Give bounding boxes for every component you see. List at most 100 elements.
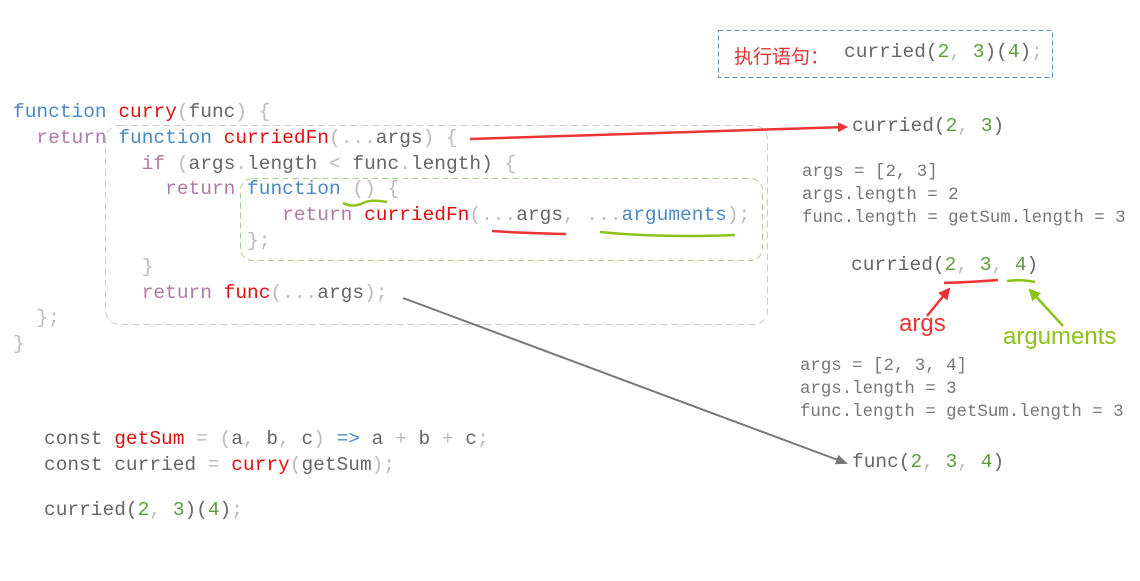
code-line: args = [2, 3] — [802, 161, 1126, 184]
code-token: function — [247, 178, 341, 201]
code-token: ) { — [235, 101, 271, 123]
code-token: 2 — [137, 499, 150, 522]
code-token: )( — [184, 499, 208, 522]
code-token: ); — [364, 281, 388, 304]
arguments-annotation: arguments — [1003, 323, 1117, 350]
code-token: , — [957, 451, 981, 473]
code-token: args — [516, 204, 564, 227]
code-token: c — [301, 428, 314, 450]
statement-label: 执行语句： — [734, 47, 830, 68]
curried-call-2-3: curried(2, 3) — [852, 114, 1004, 140]
code-token: 2 — [945, 115, 958, 137]
arrow-to-func-call — [402, 297, 848, 465]
code-line: if (args.length < func.length) { — [13, 152, 750, 178]
arrow-to-curried-call — [469, 122, 848, 141]
code-token: = — [207, 453, 232, 476]
statement-code: curried(2, 3)(4); — [844, 40, 1043, 66]
code-token: ); — [726, 204, 751, 227]
code-token: const curried — [44, 453, 208, 476]
code-token: args.length = 3 — [800, 380, 957, 399]
code-token — [235, 178, 247, 200]
code-token: , — [991, 254, 1015, 276]
code-line: return function curriedFn(...args) { — [13, 126, 750, 152]
arguments-label-arrow — [1028, 288, 1064, 327]
code-token: 2 — [944, 254, 957, 276]
code-token: getSum — [114, 428, 185, 450]
code-line: func.length = getSum.length = 3 — [800, 401, 1124, 424]
code-token: length — [247, 152, 318, 175]
code-token: ) — [1019, 41, 1032, 63]
statement-box — [718, 30, 1053, 78]
code-line: args.length = 3 — [800, 378, 1124, 401]
code-token: a — [231, 428, 243, 450]
underline-empty-params — [342, 199, 388, 207]
code-token — [352, 204, 364, 226]
code-token: (... — [270, 281, 318, 304]
code-token: arguments — [621, 204, 727, 227]
code-line: return function () { — [13, 177, 750, 203]
code-token: < — [317, 152, 353, 175]
code-token: 2 — [910, 451, 923, 473]
code-token: args.length = 2 — [802, 186, 959, 205]
code-token: ; — [477, 428, 489, 450]
code-token: function — [13, 101, 107, 123]
usage-code: const getSum = (a, b, c) => a + b + c;co… — [44, 427, 489, 524]
code-token: ( — [165, 152, 189, 175]
code-line: return curriedFn(...args, ...arguments); — [13, 203, 750, 229]
code-token: curried( — [851, 254, 945, 276]
code-token: 2 — [937, 41, 950, 63]
code-token: return — [13, 178, 236, 201]
code-token: function — [118, 126, 212, 149]
code-token — [107, 101, 119, 123]
code-token: b — [266, 428, 279, 450]
code-token: ) — [481, 152, 493, 175]
code-token: return — [13, 204, 353, 227]
code-line: args = [2, 3, 4] — [800, 355, 1124, 378]
code-token: curried( — [44, 499, 138, 522]
code-line: const curried = curry(getSum); — [44, 453, 489, 479]
code-token: args — [317, 281, 365, 304]
code-token: () — [340, 178, 376, 201]
code-token: func.length = getSum.length = 3 — [802, 209, 1126, 228]
code-token: ( — [289, 453, 302, 476]
code-token: args = [2, 3, 4] — [800, 357, 967, 376]
code-token: ); — [371, 453, 396, 476]
code-line: curried(2, 3) — [852, 114, 1004, 140]
curried-call-2-3-4: curried(2, 3, 4) — [851, 253, 1038, 279]
code-token: ; — [1031, 41, 1043, 63]
code-line: func(2, 3, 4) — [852, 450, 1004, 476]
code-line: curried(2, 3)(4); — [44, 498, 489, 524]
code-token — [212, 127, 224, 149]
code-token: ) — [313, 428, 337, 450]
code-token: ) { — [422, 126, 458, 149]
code-token: curried( — [852, 115, 946, 137]
code-token: (... — [469, 204, 517, 227]
code-token: return — [13, 281, 212, 304]
code-token: const — [44, 428, 115, 450]
code-line: curried(2, 3)(4); — [844, 40, 1043, 66]
first-call-state: args = [2, 3] args.length = 2 func.length … — [802, 161, 1126, 230]
code-token: args — [375, 126, 423, 149]
code-token: if — [13, 152, 166, 175]
code-token: func — [352, 152, 400, 175]
code-token — [212, 282, 224, 304]
code-token: . — [399, 152, 411, 175]
code-token: , — [949, 41, 973, 63]
func-call-2-3-4: func(2, 3, 4) — [852, 450, 1004, 476]
code-line: } — [13, 255, 750, 281]
code-token: , — [242, 428, 267, 450]
code-token: => — [336, 428, 360, 450]
code-token: 3 — [172, 499, 185, 522]
code-token: 3 — [980, 115, 993, 137]
code-token: , — [278, 428, 302, 450]
second-call-state: args = [2, 3, 4] args.length = 3 func.leng… — [800, 355, 1124, 424]
code-token: , — [956, 254, 980, 276]
code-token: curriedFn — [223, 126, 329, 149]
code-token: ) — [992, 115, 1005, 137]
code-line — [44, 479, 489, 499]
code-token: )( — [984, 41, 1008, 63]
code-token: length — [410, 152, 482, 175]
args-annotation: args — [899, 310, 946, 337]
code-line: curried(2, 3, 4) — [851, 253, 1038, 279]
